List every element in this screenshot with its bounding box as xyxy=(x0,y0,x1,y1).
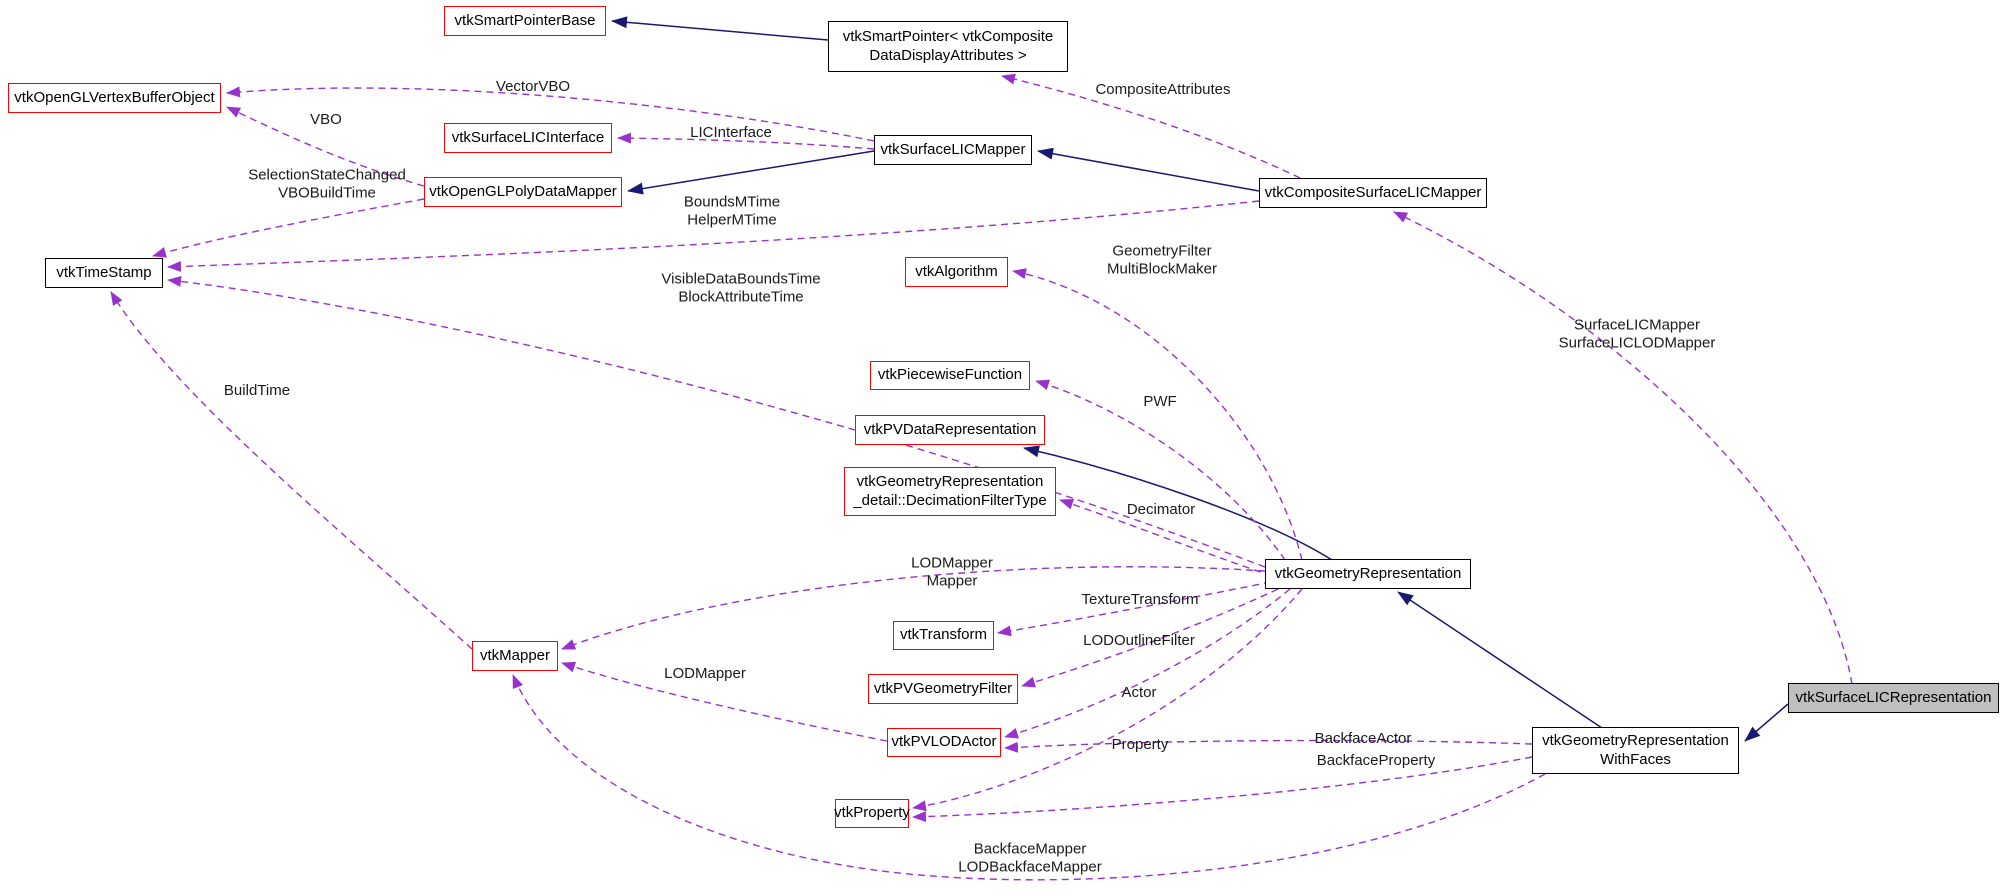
class-label: vtkCompositeSurfaceLICMapper xyxy=(1264,183,1482,201)
edge-label-lodmapper: LODMapper xyxy=(664,664,746,682)
edge-label-texturetransform: TextureTransform xyxy=(1081,590,1199,608)
edge-label-boundsmtime-helpermtime: BoundsMTime HelperMTime xyxy=(683,193,781,229)
class-node-vtktransform[interactable]: vtkTransform xyxy=(893,621,994,650)
edge-label-property: Property xyxy=(1111,735,1169,753)
class-node-vtkproperty[interactable]: vtkProperty xyxy=(834,799,910,828)
class-node-decimationfiltertype[interactable]: vtkGeometryRepresentation _detail::Decim… xyxy=(844,467,1056,516)
class-label: vtkMapper xyxy=(479,646,551,664)
edge-label-selectionstatechanged-vbobuildtime: SelectionStateChanged VBOBuildTime xyxy=(248,166,406,202)
usage-backfacemapper-lodbackfacemapper xyxy=(512,674,1546,881)
class-label: _detail::DecimationFilterType xyxy=(853,491,1047,509)
edge-label-buildtime: BuildTime xyxy=(223,381,291,399)
class-node-vtksmartpointerbase[interactable]: vtkSmartPointerBase xyxy=(444,6,606,36)
class-node-vtksurfacelicinterface[interactable]: vtkSurfaceLICInterface xyxy=(444,123,612,153)
class-node-vtksurfacelicmapper[interactable]: vtkSurfaceLICMapper xyxy=(874,135,1032,165)
edge-label-surfacelicmapper-surfacelidlodmapper: SurfaceLICMapper SurfaceLICLODMapper xyxy=(1558,316,1716,352)
inheritance-surfacelicrepresentation-to-withfaces xyxy=(1744,703,1789,742)
edge-label-backfaceactor: BackfaceActor xyxy=(1314,729,1412,747)
class-node-vtkmapper[interactable]: vtkMapper xyxy=(472,641,558,671)
usage-lodmapper-mapper xyxy=(561,566,1266,650)
class-label: vtkPVGeometryFilter xyxy=(873,679,1013,697)
usage-texturetransform xyxy=(997,581,1272,637)
class-label: vtkOpenGLVertexBufferObject xyxy=(14,88,215,106)
class-label: vtkGeometryRepresentation xyxy=(856,472,1044,490)
class-node-vtkpvdatarepresentation[interactable]: vtkPVDataRepresentation xyxy=(855,415,1045,445)
class-node-vtkgeometryrepresentationwithfaces[interactable]: vtkGeometryRepresentation WithFaces xyxy=(1532,727,1739,774)
usage-backfaceproperty xyxy=(912,756,1533,823)
class-node-vtkcompositesurfacelicmapper[interactable]: vtkCompositeSurfaceLICMapper xyxy=(1259,178,1487,208)
class-label: vtkSmartPointerBase xyxy=(454,11,596,29)
class-node-vtktimestamp[interactable]: vtkTimeStamp xyxy=(45,258,163,288)
class-label: WithFaces xyxy=(1600,750,1671,768)
class-label: vtkGeometryRepresentation xyxy=(1542,731,1729,749)
class-label: vtkSurfaceLICRepresentation xyxy=(1795,688,1992,706)
edge-label-geometryfilter-multiblockmaker: GeometryFilter MultiBlockMaker xyxy=(1106,242,1218,278)
class-label: vtkPVLODActor xyxy=(891,733,997,751)
class-label: vtkGeometryRepresentation xyxy=(1274,564,1462,582)
usage-vectorvbo xyxy=(226,86,875,142)
inheritance-compositesurfacelicmapper-to-surfacelicmapper xyxy=(1037,147,1260,192)
class-label: vtkOpenGLPolyDataMapper xyxy=(429,182,617,200)
class-label: vtkAlgorithm xyxy=(915,262,998,280)
class-label: vtkSurfaceLICInterface xyxy=(451,128,605,146)
inheritance-withfaces-to-geometryrepresentation xyxy=(1397,591,1603,729)
inheritance-surfacelicmapper-to-openglpolydatamapper xyxy=(627,150,875,195)
class-node-vtkgeometryrepresentation[interactable]: vtkGeometryRepresentation xyxy=(1265,559,1471,589)
edge-label-licinterface: LICInterface xyxy=(690,123,772,141)
usage-lodmapper-from-pvlodactor xyxy=(561,661,888,742)
class-label: vtkPiecewiseFunction xyxy=(877,366,1023,384)
class-node-vtksmartpointer[interactable]: vtkSmartPointer< vtkComposite DataDispla… xyxy=(828,21,1068,72)
class-node-vtkopenglpolydatamapper[interactable]: vtkOpenGLPolyDataMapper xyxy=(424,177,622,207)
edge-label-backfacemapper-lodbackfacemapper: BackfaceMapper LODBackfaceMapper xyxy=(958,840,1102,876)
inheritance-smartpointer-to-smartpointerbase xyxy=(611,16,829,41)
edge-label-lodmapper-mapper: LODMapper Mapper xyxy=(911,554,993,590)
class-node-vtkpvgeometryfilter[interactable]: vtkPVGeometryFilter xyxy=(868,674,1018,704)
edge-label-actor: Actor xyxy=(1121,683,1157,701)
usage-surfacelicmapper-surfacelidlodmapper xyxy=(1393,211,1853,685)
class-label: vtkProperty xyxy=(834,804,910,822)
usage-actor xyxy=(1004,588,1291,739)
usage-selectionstatechanged-vbobuildtime xyxy=(152,198,425,258)
edge-label-lodoutlinefilter: LODOutlineFilter xyxy=(1083,631,1195,649)
edge-label-decimator: Decimator xyxy=(1126,500,1196,518)
edge-label-backfaceproperty: BackfaceProperty xyxy=(1316,751,1436,769)
usage-boundsmtime-helpermtime xyxy=(167,200,1260,272)
usage-property xyxy=(912,588,1303,812)
class-label: DataDisplayAttributes > xyxy=(869,46,1027,64)
edge-label-compositeattributes: CompositeAttributes xyxy=(1095,80,1231,98)
usage-visibledataboundstime-blockattributetime xyxy=(167,275,1266,568)
class-label: vtkTransform xyxy=(900,626,987,644)
usage-buildtime xyxy=(110,291,473,650)
class-label: vtkSmartPointer< vtkComposite xyxy=(842,27,1054,45)
usage-pwf xyxy=(1035,379,1286,561)
usage-vbo xyxy=(226,106,425,187)
edge-label-vbo: VBO xyxy=(310,110,342,128)
class-node-vtksurfacelicrepresentation: vtkSurfaceLICRepresentation xyxy=(1788,683,1999,713)
class-label: vtkSurfaceLICMapper xyxy=(880,140,1026,158)
class-node-vtkopenglvertexbufferobject[interactable]: vtkOpenGLVertexBufferObject xyxy=(8,83,221,113)
class-node-vtkpvlodactor[interactable]: vtkPVLODActor xyxy=(887,728,1001,757)
usage-lodoutlinefilter xyxy=(1021,588,1279,688)
class-label: vtkTimeStamp xyxy=(56,263,152,281)
edge-label-pwf: PWF xyxy=(1143,392,1177,410)
usage-compositeattributes xyxy=(1001,73,1301,179)
class-node-vtkpiecewisefunction[interactable]: vtkPiecewiseFunction xyxy=(870,361,1030,390)
class-label: vtkPVDataRepresentation xyxy=(863,420,1037,438)
usage-backfaceactor xyxy=(1004,739,1533,753)
class-node-vtkalgorithm[interactable]: vtkAlgorithm xyxy=(905,257,1008,287)
edge-label-visibledataboundstime-blockattributetime: VisibleDataBoundsTime BlockAttributeTime xyxy=(661,270,821,306)
inheritance-geometryrepresentation-to-pvdatarepresentation xyxy=(1023,445,1333,561)
edge-label-vectorvbo: VectorVBO xyxy=(495,77,571,95)
